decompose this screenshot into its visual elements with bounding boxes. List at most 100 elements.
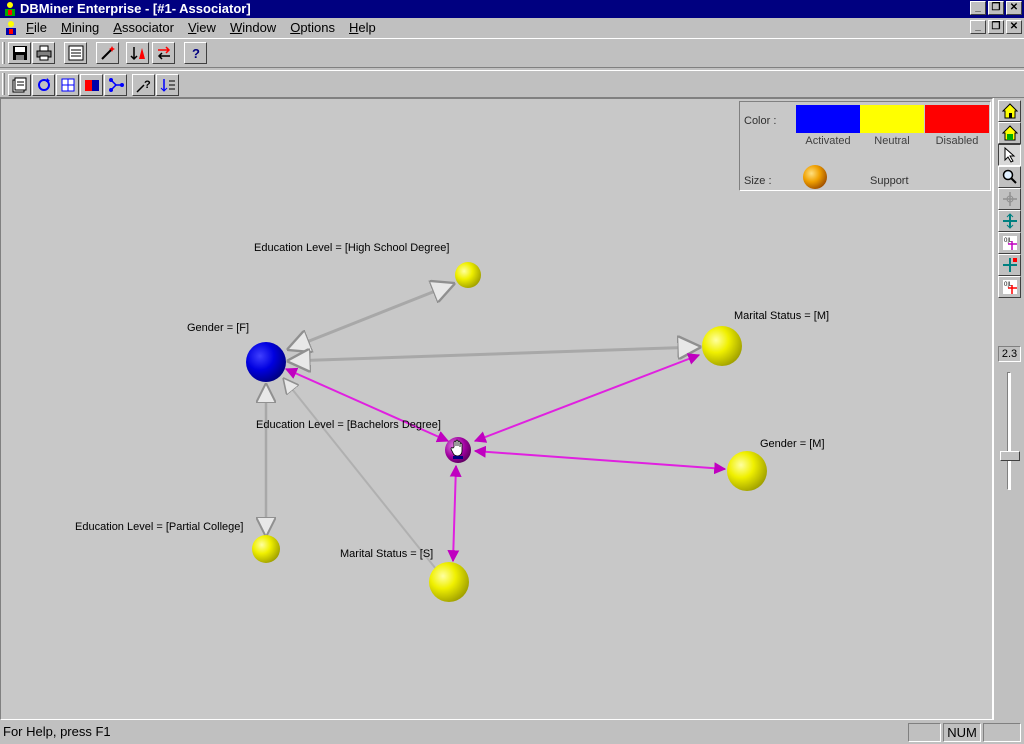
menu-file[interactable]: File bbox=[26, 20, 47, 35]
swap-icon bbox=[157, 46, 171, 60]
list-button[interactable] bbox=[156, 74, 179, 96]
toolbar-grip-2[interactable] bbox=[2, 73, 5, 95]
pan-icon bbox=[1003, 192, 1017, 206]
toolbar-grip[interactable] bbox=[2, 42, 5, 64]
zoom-slider-track[interactable] bbox=[1007, 372, 1011, 490]
move-alt-button[interactable] bbox=[998, 254, 1021, 276]
minimize-button[interactable]: _ bbox=[970, 1, 986, 15]
legend-swatch-disabled bbox=[925, 105, 989, 133]
pointer-icon bbox=[1004, 147, 1016, 163]
properties-button[interactable] bbox=[64, 42, 87, 64]
home-alt-button[interactable] bbox=[998, 122, 1021, 144]
menu-bar: File Mining Associator View Window Options Hel… bbox=[0, 18, 1024, 38]
wand-icon bbox=[101, 46, 115, 60]
zoom-slider-thumb[interactable] bbox=[1000, 451, 1020, 461]
menu-mining[interactable]: Mining bbox=[60, 20, 100, 35]
edge-bach-mm bbox=[473, 353, 701, 443]
menu-view[interactable]: View bbox=[187, 20, 216, 35]
svg-text:?: ? bbox=[144, 79, 151, 91]
node-partial-college[interactable] bbox=[252, 535, 280, 563]
rule-filter-icon: 0|L bbox=[1003, 236, 1017, 250]
sort-button[interactable] bbox=[126, 42, 149, 64]
edge-bach-f bbox=[284, 367, 450, 443]
node-label-bachelors: Education Level = [Bachelors Degree] bbox=[256, 419, 441, 431]
network-button[interactable] bbox=[104, 74, 127, 96]
menu-options[interactable]: Options bbox=[290, 20, 336, 35]
legend-panel: Color : Activated Neutral Disabled Size … bbox=[739, 101, 991, 191]
query-button[interactable]: ? bbox=[132, 74, 155, 96]
node-label-marital-s: Marital Status = [S] bbox=[340, 548, 434, 560]
node-label-high-school: Education Level = [High School Degree] bbox=[254, 242, 450, 254]
menu-associator[interactable]: Associator bbox=[113, 20, 174, 35]
edge-f-hs bbox=[289, 284, 453, 349]
hand-cursor-icon bbox=[450, 439, 463, 459]
svg-text:0|L: 0|L bbox=[1004, 282, 1013, 288]
query-icon: ? bbox=[136, 79, 151, 93]
network-icon bbox=[109, 78, 124, 92]
title-bar: DBMiner Enterprise - [#1- Associator] _ … bbox=[0, 0, 1024, 18]
status-panel-num: NUM bbox=[943, 723, 981, 742]
edge-bach-gm bbox=[473, 445, 727, 475]
doc-restore-button[interactable]: ❐ bbox=[988, 20, 1004, 34]
wand-button[interactable] bbox=[96, 42, 119, 64]
status-message: For Help, press F1 bbox=[3, 724, 111, 739]
doc-minimize-button[interactable]: _ bbox=[970, 20, 986, 34]
edge-bach-ms bbox=[447, 464, 462, 563]
save-icon bbox=[13, 46, 27, 60]
settings-button[interactable] bbox=[8, 74, 31, 96]
rule-filter-alt-icon: 0|L bbox=[1003, 280, 1017, 294]
zoom-icon bbox=[1002, 169, 1017, 184]
legend-activated-label: Activated bbox=[805, 135, 851, 147]
legend-color-label: Color : bbox=[744, 115, 777, 127]
save-button[interactable] bbox=[8, 42, 31, 64]
menu-help[interactable]: Help bbox=[349, 20, 376, 35]
print-button[interactable] bbox=[32, 42, 55, 64]
restore-button[interactable]: ❐ bbox=[988, 1, 1004, 15]
legend-size-label: Size : bbox=[744, 175, 772, 187]
move-button[interactable] bbox=[998, 210, 1021, 232]
document-icon[interactable] bbox=[3, 20, 19, 36]
print-icon bbox=[36, 45, 52, 61]
node-marital-s[interactable] bbox=[429, 562, 469, 602]
node-gender-m[interactable] bbox=[727, 451, 767, 491]
help-button[interactable]: ? bbox=[184, 42, 207, 64]
home-button[interactable] bbox=[998, 100, 1021, 122]
bookmark-button[interactable] bbox=[80, 74, 103, 96]
rule-filter-button[interactable]: 0|L bbox=[998, 232, 1021, 254]
move-icon bbox=[1003, 213, 1017, 229]
support-sphere-icon bbox=[803, 165, 827, 189]
legend-support-label: Support bbox=[870, 175, 909, 187]
pointer-button[interactable] bbox=[998, 144, 1021, 166]
rule-filter-alt-button[interactable]: 0|L bbox=[998, 276, 1021, 298]
edge-f-ms bbox=[284, 379, 437, 570]
legend-disabled-label: Disabled bbox=[935, 135, 979, 147]
home-icon bbox=[1002, 103, 1018, 119]
menu-window[interactable]: Window bbox=[229, 20, 277, 35]
main-toolbar: ? bbox=[0, 38, 1024, 68]
swap-button[interactable] bbox=[152, 42, 175, 64]
secondary-toolbar: ? bbox=[0, 70, 1024, 98]
grid-icon bbox=[61, 78, 75, 92]
node-high-school[interactable] bbox=[455, 262, 481, 288]
status-panel-caps bbox=[908, 723, 941, 742]
svg-text:0|L: 0|L bbox=[1004, 238, 1013, 244]
association-graph bbox=[246, 262, 767, 602]
grid-button[interactable] bbox=[56, 74, 79, 96]
refresh-icon bbox=[38, 78, 50, 91]
node-label-gender-m: Gender = [M] bbox=[760, 438, 825, 450]
help-icon: ? bbox=[192, 46, 200, 61]
status-bar: For Help, press F1 NUM bbox=[0, 721, 1024, 744]
association-graph-canvas[interactable]: Gender = [F] Education Level = [High Sch… bbox=[0, 98, 993, 720]
zoom-button[interactable] bbox=[998, 166, 1021, 188]
node-marital-m[interactable] bbox=[702, 326, 742, 366]
doc-close-button[interactable]: ✕ bbox=[1006, 20, 1022, 34]
node-label-partial-college: Education Level = [Partial College] bbox=[75, 521, 244, 533]
app-icon[interactable] bbox=[2, 1, 18, 17]
zoom-level-display: 2.3 bbox=[998, 346, 1021, 362]
node-gender-f[interactable] bbox=[246, 342, 286, 382]
close-button[interactable]: ✕ bbox=[1006, 1, 1022, 15]
pan-button[interactable] bbox=[998, 188, 1021, 210]
view-toolbar: 0|L 0|L 2.3 bbox=[993, 98, 1024, 720]
home-alt-icon bbox=[1002, 125, 1018, 141]
refresh-button[interactable] bbox=[32, 74, 55, 96]
